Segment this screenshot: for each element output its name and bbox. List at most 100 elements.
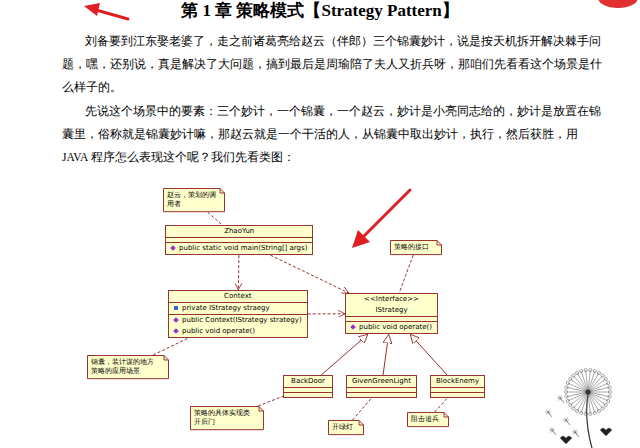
method-text: public static void main(String[] args) xyxy=(166,243,312,254)
note-box: 开绿灯 xyxy=(328,420,364,435)
class-box: Contextprivate IStrategy straegypublic C… xyxy=(168,290,308,338)
dandelion-seed xyxy=(588,392,610,393)
arrow-shaft xyxy=(364,190,410,236)
class-box: BackDoor xyxy=(283,375,333,398)
flying-seed xyxy=(566,420,569,421)
dandelion-seed-tuft xyxy=(575,409,578,412)
chapter-title: 第 1 章 策略模式【Strategy Pattern】 xyxy=(0,0,640,22)
dandelion-seed-tuft xyxy=(604,377,607,380)
dandelion-seed-tuft xyxy=(608,395,611,398)
flying-seed xyxy=(559,395,561,398)
arrow-shaft xyxy=(96,10,128,19)
dandelion-seed xyxy=(566,392,588,397)
class-name: GivenGreenLight xyxy=(347,376,416,388)
note-shape xyxy=(391,241,442,255)
dandelion-seed-tuft xyxy=(593,411,596,414)
note-link xyxy=(435,398,447,412)
note-box: 策略的接口 xyxy=(390,240,442,255)
note-fold xyxy=(359,421,364,426)
dandelion-seed-tuft xyxy=(601,407,604,410)
dandelion-seed-tuft xyxy=(565,395,568,398)
flying-seed xyxy=(566,420,568,423)
flying-seed xyxy=(560,398,562,401)
note-link xyxy=(399,255,413,293)
note-link xyxy=(208,212,222,225)
flying-seed xyxy=(575,432,577,435)
class-name: <<Interface>> xyxy=(346,294,437,305)
dandelion-seed-tuft xyxy=(606,399,609,402)
dandelion-seed-tuft xyxy=(572,407,575,410)
flying-seed xyxy=(560,398,564,403)
flying-seed xyxy=(547,412,549,415)
flying-seed xyxy=(563,420,566,421)
dependency-arrow xyxy=(270,255,348,293)
flying-seed xyxy=(575,432,579,437)
dandelion-seed-tuft xyxy=(566,399,569,402)
note-fold xyxy=(220,189,225,194)
note-link xyxy=(258,396,283,406)
class-box: BlockEnemy xyxy=(430,375,485,398)
note-fold xyxy=(444,413,449,418)
dandelion-seed xyxy=(577,392,588,411)
dependency-arrow xyxy=(308,313,345,314)
empty-compartment xyxy=(347,393,416,397)
class-box: <<Interface>>IStrategy public void operat… xyxy=(345,293,438,334)
flying-seed xyxy=(551,430,553,433)
realization-arrow xyxy=(383,334,389,375)
dandelion-seed-tuft xyxy=(569,377,572,380)
class-name: BlockEnemy xyxy=(431,376,484,388)
dandelion-seed-tuft xyxy=(566,381,569,384)
dandelion-seed-tuft xyxy=(580,369,583,372)
flying-seed xyxy=(560,395,562,398)
heart-shape xyxy=(600,428,612,436)
empty-compartment xyxy=(347,388,416,393)
note-text: 策略的接口 xyxy=(394,243,434,252)
method-text: public void operate() xyxy=(346,322,437,333)
dandelion-illustration xyxy=(545,369,612,448)
flying-seed xyxy=(557,398,560,399)
dandelion-seed xyxy=(588,392,595,413)
dandelion-seed xyxy=(588,387,610,392)
dandelion-seed-tuft xyxy=(597,371,600,374)
flying-seed xyxy=(552,430,555,431)
arrow-head xyxy=(84,3,100,16)
class-box: GivenGreenLight xyxy=(346,375,417,398)
flying-seed xyxy=(566,420,570,425)
note-shape xyxy=(191,407,264,430)
note-shape xyxy=(164,189,225,212)
class-name: BackDoor xyxy=(284,376,332,388)
dandelion-seed xyxy=(588,392,606,405)
note-text: 赵云，策划的调用者 xyxy=(167,191,217,209)
note-shape xyxy=(408,413,449,427)
dandelion-seed-tuft xyxy=(608,390,611,393)
note-fold xyxy=(437,241,442,246)
heart-shape xyxy=(560,436,572,444)
flying-seed xyxy=(565,420,567,423)
dandelion-seed-tuft xyxy=(589,369,592,372)
dandelion-seed-tuft xyxy=(565,386,568,389)
dandelion-seed-tuft xyxy=(569,403,572,406)
flying-seed xyxy=(547,409,549,412)
red-badge xyxy=(598,0,638,8)
note-text: 阻击追兵 xyxy=(411,415,441,424)
dandelion-seed-tuft xyxy=(601,374,604,377)
dandelion-seed xyxy=(570,379,588,392)
flying-seed xyxy=(552,430,556,435)
dandelion-seed-tuft xyxy=(597,409,600,412)
class-name: IStrategy xyxy=(346,305,437,317)
class-box: ZhaoYunpublic static void main(String[] … xyxy=(165,225,313,255)
dandelion-seed xyxy=(581,371,588,392)
body-paragraph: 刘备要到江东娶老婆了，走之前诸葛亮给赵云（伴郎）三个锦囊妙计，说是按天机拆开解决… xyxy=(62,30,602,99)
dandelion-seed-tuft xyxy=(584,369,587,372)
arrow-head xyxy=(352,230,370,248)
flying-seed xyxy=(574,429,576,432)
flying-seed xyxy=(548,412,550,415)
flying-seed xyxy=(548,412,551,413)
empty-compartment xyxy=(431,393,484,397)
flying-seed xyxy=(552,430,554,433)
flying-seed xyxy=(560,398,563,399)
note-text: 策略的具体实现类 开后门 xyxy=(194,409,256,427)
flying-seed xyxy=(552,427,554,430)
note-box: 锦囊，装计谋的地方 策略的应用场景 xyxy=(87,355,169,379)
